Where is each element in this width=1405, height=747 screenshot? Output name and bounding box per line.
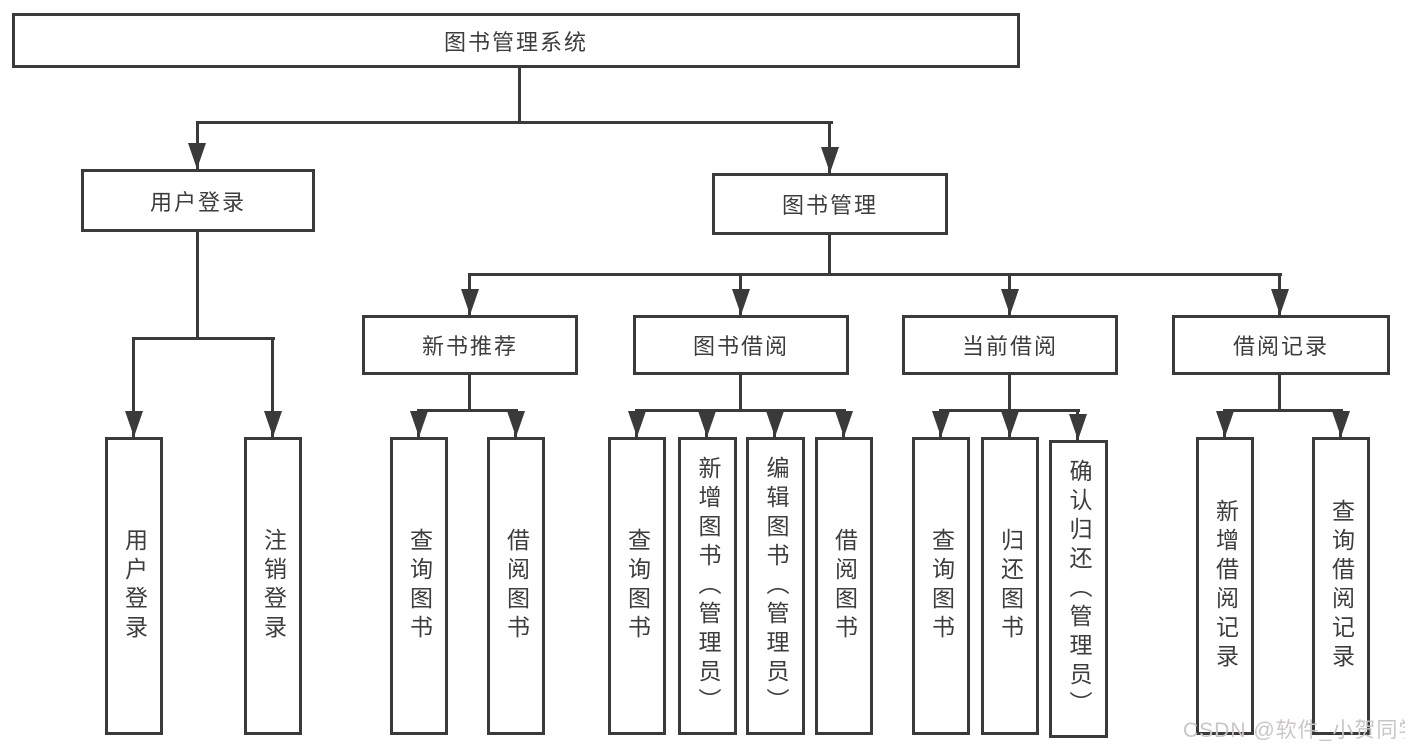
leaf-query-books-1-label: 查询图书: [406, 528, 433, 644]
connector-line: [635, 409, 846, 412]
connector-line: [1223, 409, 1343, 412]
connector-line: [196, 232, 199, 337]
arrow-down-icon: [125, 411, 143, 437]
arrow-down-icon: [821, 147, 839, 173]
leaf-confirm-return-admin: 确认归还（管理员）: [1049, 440, 1108, 738]
leaf-add-book-admin: 新增图书（管理员）: [678, 437, 737, 735]
leaf-logout: 注销登录: [244, 437, 302, 735]
node-new-book-recommend-label: 新书推荐: [421, 334, 518, 359]
arrow-down-icon: [732, 289, 750, 315]
arrow-down-icon: [1001, 289, 1019, 315]
connector-line: [468, 273, 1282, 276]
connector-line: [739, 375, 742, 409]
leaf-query-books-2: 查询图书: [608, 437, 666, 735]
leaf-add-borrow-record: 新增借阅记录: [1196, 437, 1254, 735]
arrow-down-icon: [1001, 411, 1019, 437]
leaf-query-books-2-label: 查询图书: [624, 528, 651, 644]
leaf-edit-book-admin: 编辑图书（管理员）: [746, 437, 805, 735]
connector-line: [1278, 375, 1281, 409]
connector-line: [132, 337, 275, 340]
leaf-query-books-3-label: 查询图书: [928, 528, 955, 644]
arrow-down-icon: [628, 411, 646, 437]
leaf-query-borrow-record-label: 查询借阅记录: [1328, 499, 1355, 673]
arrow-down-icon: [932, 411, 950, 437]
leaf-query-books-1: 查询图书: [390, 437, 448, 735]
connector-line: [271, 337, 274, 437]
leaf-user-login: 用户登录: [105, 437, 163, 735]
arrow-down-icon: [1332, 411, 1350, 437]
node-current-borrow-label: 当前借阅: [961, 334, 1058, 359]
arrow-down-icon: [461, 289, 479, 315]
arrow-down-icon: [507, 411, 525, 437]
node-borrow-records: 借阅记录: [1172, 315, 1390, 375]
node-root: 图书管理系统: [12, 13, 1020, 68]
arrow-down-icon: [1069, 414, 1087, 440]
leaf-query-borrow-record: 查询借阅记录: [1312, 437, 1370, 735]
connector-line: [417, 409, 518, 412]
connector-line: [1008, 375, 1011, 409]
leaf-borrow-books-2-label: 借阅图书: [831, 528, 858, 644]
leaf-return-book: 归还图书: [981, 437, 1039, 735]
arrow-down-icon: [264, 411, 282, 437]
arrow-down-icon: [766, 411, 784, 437]
arrow-down-icon: [410, 411, 428, 437]
leaf-return-book-label: 归还图书: [997, 528, 1024, 644]
node-borrow-records-label: 借阅记录: [1232, 334, 1329, 359]
node-user-login-label: 用户登录: [149, 189, 246, 215]
node-current-borrow: 当前借阅: [902, 315, 1118, 375]
leaf-add-borrow-record-label: 新增借阅记录: [1212, 499, 1239, 673]
connector-line: [518, 68, 521, 124]
node-book-borrow: 图书借阅: [633, 315, 849, 375]
leaf-borrow-books-1: 借阅图书: [487, 437, 545, 735]
node-new-book-recommend: 新书推荐: [362, 315, 578, 375]
arrow-down-icon: [1271, 289, 1289, 315]
leaf-borrow-books-1-label: 借阅图书: [503, 528, 530, 644]
node-book-management-label: 图书管理: [781, 193, 878, 218]
leaf-add-book-admin-label: 新增图书（管理员）: [695, 455, 721, 717]
leaf-edit-book-admin-label: 编辑图书（管理员）: [763, 455, 789, 717]
node-book-borrow-label: 图书借阅: [692, 334, 789, 359]
leaf-user-login-label: 用户登录: [121, 528, 148, 644]
arrow-down-icon: [1216, 411, 1234, 437]
connector-line: [828, 235, 831, 273]
leaf-logout-label: 注销登录: [260, 528, 287, 644]
connector-line: [132, 337, 135, 437]
arrow-down-icon: [188, 143, 206, 169]
node-book-management: 图书管理: [712, 173, 948, 235]
csdn-watermark: CSDN @软件_小贺同学: [1183, 719, 1405, 742]
connector-line: [468, 375, 471, 409]
leaf-borrow-books-2: 借阅图书: [815, 437, 873, 735]
arrow-down-icon: [835, 411, 853, 437]
leaf-query-books-3: 查询图书: [912, 437, 970, 735]
connector-line: [196, 121, 833, 124]
leaf-confirm-return-admin-label: 确认归还（管理员）: [1066, 458, 1092, 720]
node-root-label: 图书管理系统: [443, 29, 588, 55]
arrow-down-icon: [698, 411, 716, 437]
node-user-login: 用户登录: [81, 169, 315, 232]
